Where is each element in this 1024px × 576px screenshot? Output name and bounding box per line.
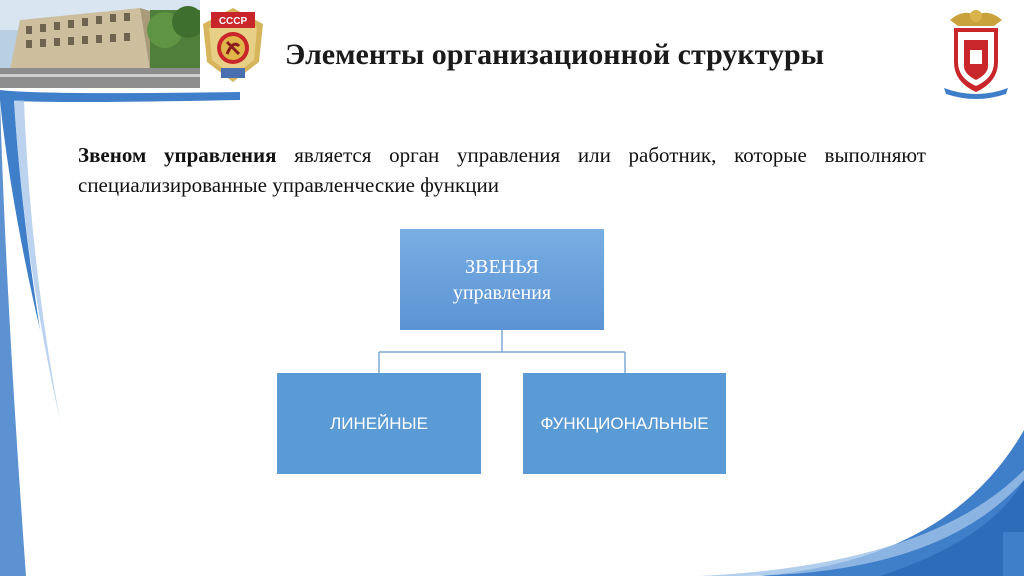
root-box-line2: управления [452, 281, 552, 304]
root-box-line1: ЗВЕНЬЯ [465, 255, 539, 278]
functional-box-label: ФУНКЦИОНАЛЬНЫЕ [540, 413, 709, 433]
svg-text:CCCP: CCCP [219, 16, 248, 27]
page-title: Элементы организационной структуры [285, 38, 825, 71]
intro-term: Звеном управления [78, 143, 277, 167]
building-photo [0, 0, 200, 88]
diagram-box-linear: ЛИНЕЙНЫЕ [277, 373, 481, 474]
linear-box-label: ЛИНЕЙНЫЕ [330, 413, 428, 433]
building-photo-icon [0, 0, 200, 88]
intro-definition: является орган управления или работник, … [78, 143, 926, 197]
police-emblem-icon [940, 4, 1012, 100]
intro-paragraph: Звеном управления является орган управле… [78, 140, 926, 200]
diagram-box-functional: ФУНКЦИОНАЛЬНЫЕ [523, 373, 726, 474]
order-of-red-banner-icon: CCCP [197, 4, 269, 92]
diagram-root-box: ЗВЕНЬЯ управления [400, 229, 604, 330]
